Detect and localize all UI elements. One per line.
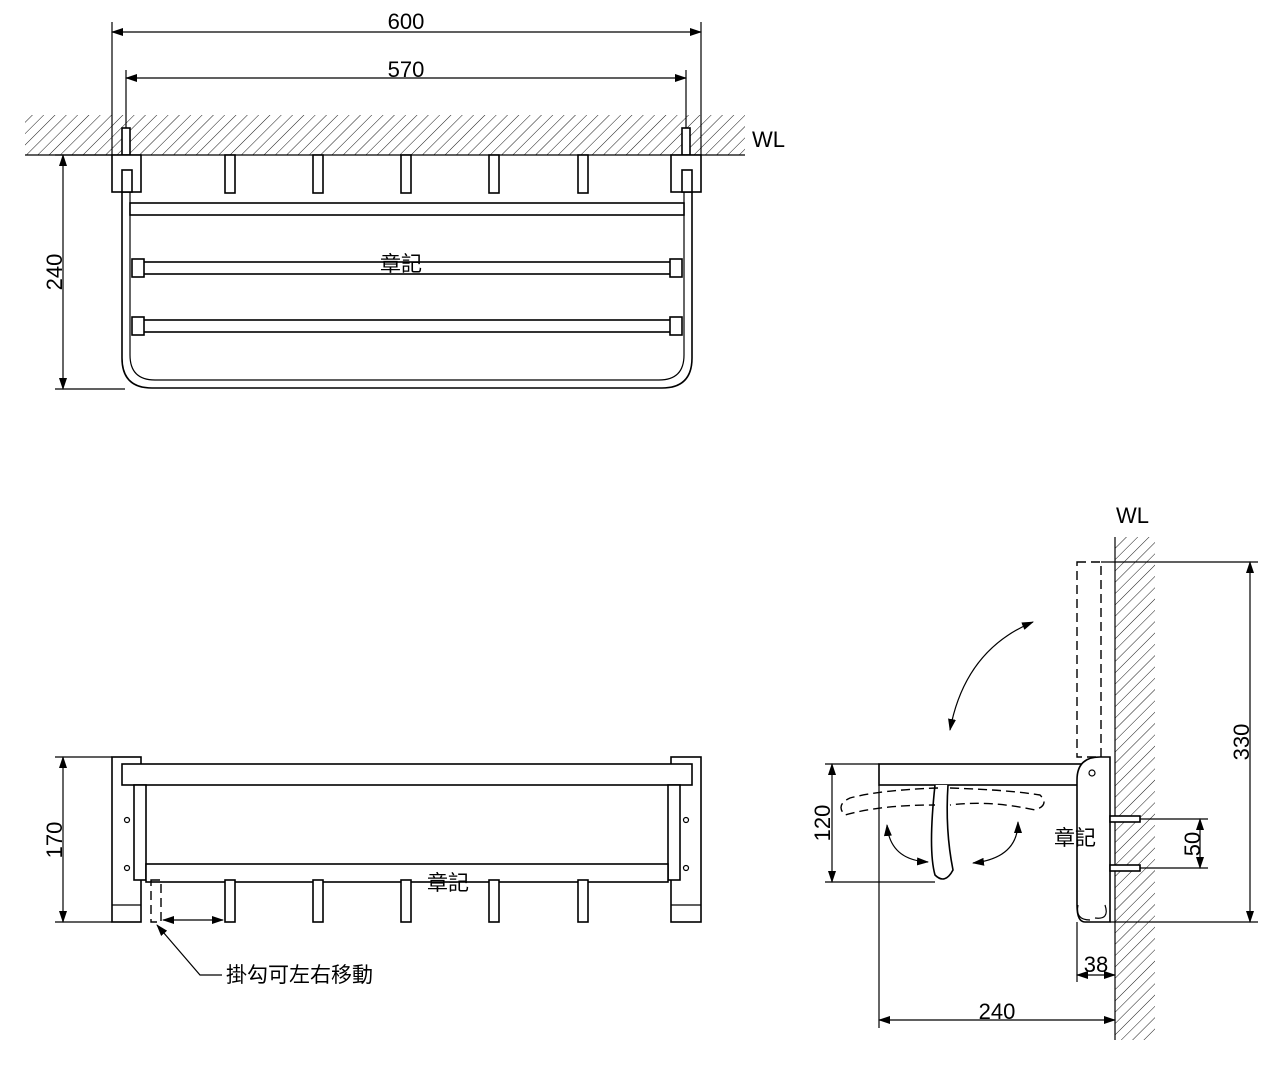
rail: [129, 202, 685, 216]
svg-text:240: 240: [979, 999, 1016, 1024]
wall-label: WL: [752, 127, 785, 152]
arm: [878, 763, 1091, 786]
screw-icon: [681, 127, 691, 156]
svg-text:330: 330: [1229, 724, 1254, 761]
svg-text:570: 570: [388, 57, 425, 82]
svg-text:600: 600: [388, 9, 425, 34]
hooks: [150, 879, 589, 923]
svg-text:38: 38: [1084, 952, 1108, 977]
rotation-arrow: [948, 621, 1034, 731]
stamp: 章記: [1054, 827, 1096, 850]
rail: [137, 319, 677, 333]
dimension-600: 600: [111, 9, 702, 155]
wall-label: WL: [1116, 503, 1149, 528]
stamp: 章記: [427, 872, 469, 895]
stamp: 章記: [380, 253, 422, 276]
svg-text:50: 50: [1180, 832, 1205, 856]
screw-icon: [121, 127, 131, 156]
top-bar: [121, 763, 693, 786]
dimension-50: 50: [1140, 818, 1208, 869]
dimension-170: 170: [42, 756, 112, 923]
wall-hatch: [1115, 537, 1155, 1040]
dimension-120: 120: [810, 763, 935, 883]
front-view: 章記 170 掛勾可左右移動: [42, 756, 702, 987]
hook-profile: [930, 784, 954, 880]
svg-text:120: 120: [810, 805, 835, 842]
svg-text:240: 240: [42, 254, 67, 291]
side-view: WL 章記 330 50 120 38 240: [810, 503, 1258, 1040]
hooks: [224, 154, 589, 194]
svg-text:170: 170: [42, 822, 67, 859]
screw-icon: [1109, 864, 1141, 872]
screw-icon: [1109, 815, 1141, 823]
dimension-240: 240: [42, 154, 125, 390]
folded-position: [1076, 561, 1102, 758]
wall-hatch: [25, 115, 745, 155]
dimension-570: 570: [125, 57, 687, 150]
hook-note: 掛勾可左右移動: [226, 964, 373, 987]
dimension-330: 330: [1101, 561, 1258, 923]
dimension-38: 38: [1076, 922, 1116, 982]
top-view: 600 570 WL 章記 240: [25, 9, 785, 390]
dimension-240: 240: [878, 785, 1116, 1028]
